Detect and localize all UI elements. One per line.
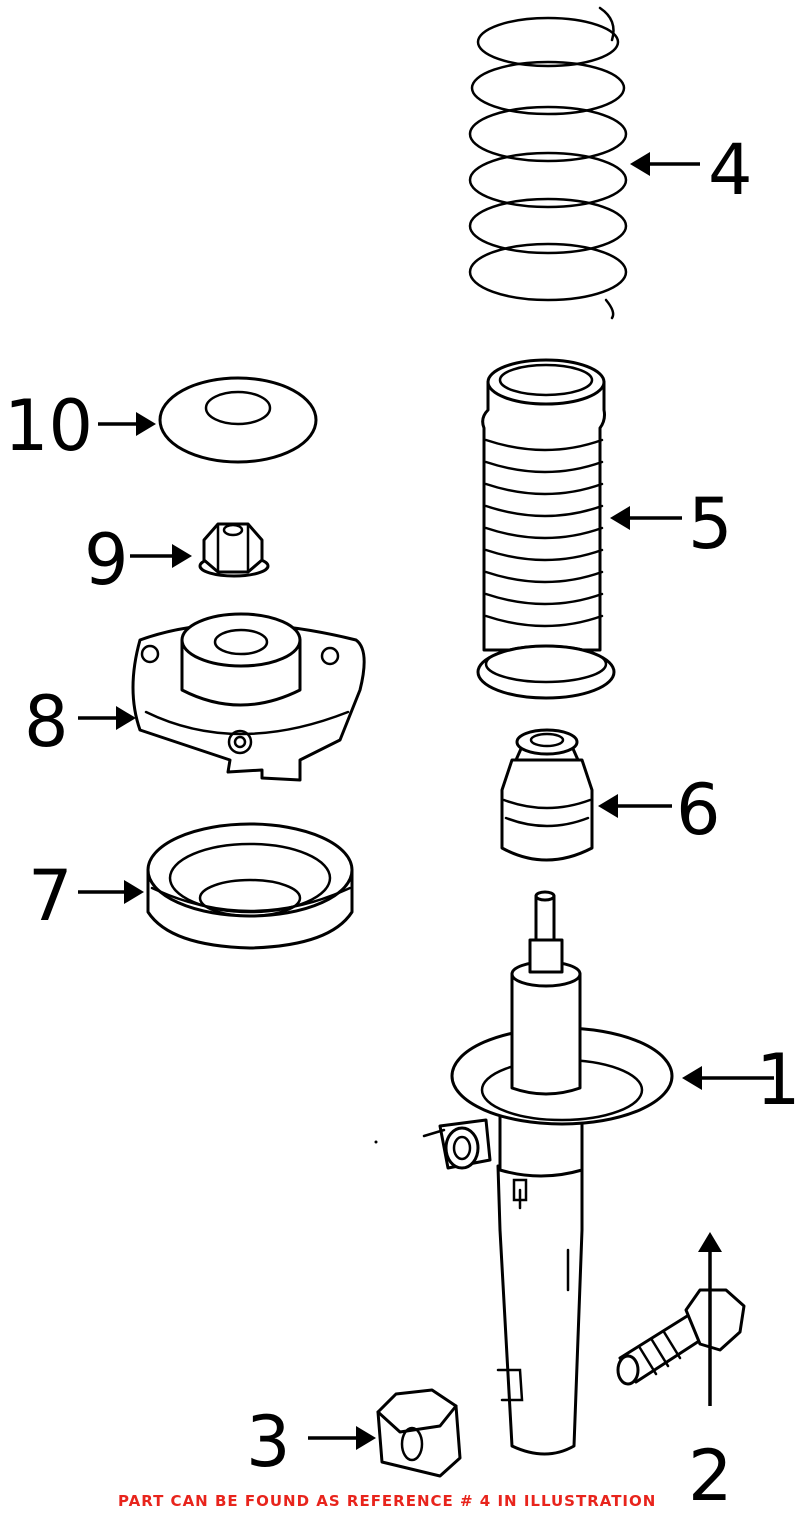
flange-nut-part <box>198 522 270 578</box>
bump-stop-part <box>500 728 594 862</box>
callout-label-7: 7 <box>28 855 73 937</box>
hex-nut-part <box>374 1140 462 1478</box>
dust-boot-part <box>476 358 616 700</box>
footer-reference-note: PART CAN BE FOUND AS REFERENCE # 4 IN IL… <box>118 1492 656 1510</box>
leader-arrows <box>78 152 774 1450</box>
washer-part <box>158 376 318 464</box>
callout-label-4: 4 <box>708 129 753 211</box>
bolt-part <box>616 1288 746 1386</box>
callout-label-8: 8 <box>24 681 69 763</box>
callout-label-5: 5 <box>688 483 733 565</box>
callout-label-9: 9 <box>84 519 129 601</box>
callout-label-2: 2 <box>688 1435 733 1516</box>
strut-assembly-part <box>422 890 674 1456</box>
callout-label-1: 1 <box>756 1039 800 1121</box>
callout-label-10: 10 <box>4 385 93 467</box>
callout-label-3: 3 <box>246 1401 291 1483</box>
callout-label-6: 6 <box>676 769 721 851</box>
spring-seat-part <box>146 822 354 950</box>
strut-mount-part <box>131 612 366 782</box>
coil-spring-part <box>468 6 628 320</box>
